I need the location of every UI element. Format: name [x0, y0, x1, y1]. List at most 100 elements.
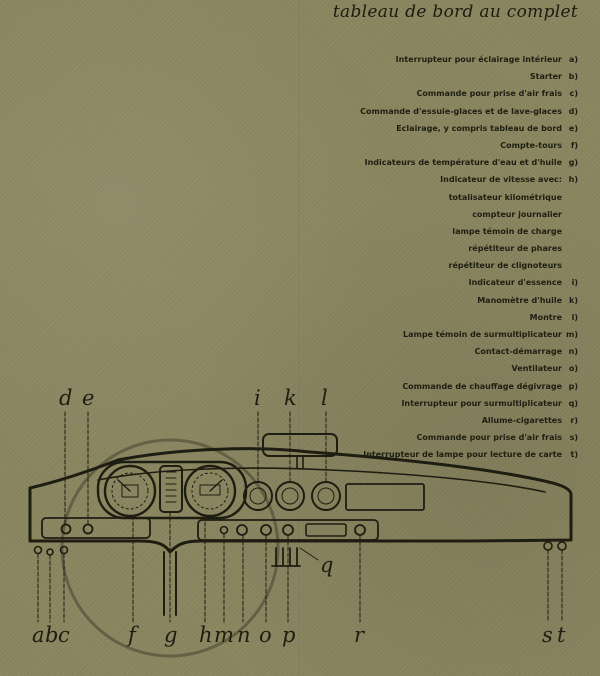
- legend-label: Contact-démarrage: [474, 347, 563, 357]
- legend-label: Montre: [529, 312, 562, 322]
- legend-label: Indicateur d'essence: [468, 278, 562, 288]
- callout-m: m: [214, 623, 234, 647]
- switch-a: [33, 545, 43, 555]
- legend-label: Lampe témoin de surmultiplicateur: [403, 330, 562, 339]
- heater-p: [282, 524, 294, 536]
- legend-label: Allume-cigarettes: [481, 415, 562, 425]
- dashboard-outline: [28, 447, 573, 554]
- switch-d: [60, 523, 72, 535]
- tachometer-face: [121, 484, 139, 498]
- rear-view-mirror: [262, 433, 338, 457]
- tachometer: [103, 464, 157, 518]
- tachometer-inner: [111, 472, 149, 510]
- legend-letter: b): [568, 72, 578, 82]
- callout-b: b: [45, 623, 58, 647]
- legend-label: Commande pour prise d'air frais: [416, 89, 562, 99]
- callout-d: d: [59, 386, 72, 410]
- steering-wheel-outline: [60, 438, 280, 658]
- legend-item: Interrupteur pour éclairage intérieur a): [328, 51, 578, 68]
- callout-r: r: [354, 623, 366, 647]
- switch-s: [543, 541, 553, 551]
- clock: [311, 481, 341, 511]
- ashtray: [305, 523, 347, 537]
- oil-pressure-gauge-inner: [281, 487, 299, 505]
- callout-g: g: [164, 623, 177, 647]
- glovebox: [345, 483, 425, 511]
- legend-item: Interrupteur de lampe pour lecture de ca…: [328, 446, 578, 463]
- lamp-m: [219, 525, 229, 535]
- legend-item: Contact-démarrage n): [328, 343, 579, 360]
- legend-label: répétiteur de phares: [468, 244, 562, 254]
- legend-letter: l): [571, 312, 578, 322]
- legend-letter: s): [569, 433, 578, 443]
- legend-subitem: répétiteur de phares: [328, 240, 578, 257]
- callout-t: t: [557, 623, 566, 647]
- oil-pressure-gauge: [275, 481, 305, 511]
- speedometer-needle: [209, 479, 223, 492]
- callout-e: e: [82, 386, 94, 410]
- legend-label: Interrupteur pour surmultiplicateur: [401, 398, 562, 408]
- page-title: tableau de bord au complet: [332, 2, 578, 22]
- legend-subitem: compteur journalier: [328, 206, 578, 223]
- legend-item: Indicateur de vitesse avec:h): [328, 171, 578, 188]
- legend-letter: h): [568, 175, 578, 185]
- callout-n: n: [237, 623, 251, 647]
- clock-inner: [317, 487, 335, 505]
- callout-h: h: [199, 623, 213, 647]
- callout-f: f: [126, 623, 139, 647]
- legend-item: Allume-cigarettes r): [328, 412, 578, 429]
- legend-item: Compte-tours f): [328, 137, 578, 154]
- legend-letter: r): [570, 415, 578, 425]
- callout-c: c: [58, 623, 70, 647]
- legend-subitem: lampe témoin de charge: [328, 223, 578, 240]
- lower-panel-center: [197, 519, 379, 541]
- speedometer-inner: [191, 472, 229, 510]
- callout-i: i: [254, 386, 261, 410]
- legend-letter: f): [570, 140, 578, 150]
- tachometer-needle: [117, 479, 131, 492]
- lower-panel-left: [41, 517, 151, 539]
- legend-label: compteur journalier: [472, 209, 562, 219]
- legend-label: Starter: [529, 72, 562, 82]
- legend-letter: n): [568, 347, 578, 357]
- legend-letter: a): [568, 55, 578, 64]
- legend-label: lampe témoin de charge: [452, 226, 562, 236]
- legend-subitem: totalisateur kilométrique: [328, 189, 578, 206]
- legend-label: Ventilateur: [511, 364, 562, 374]
- legend-letter: d): [568, 106, 578, 116]
- steering-column: [163, 551, 177, 616]
- overdrive-switch-q: [271, 547, 301, 567]
- legend-letter: m): [566, 330, 578, 339]
- legend-item: Lampe témoin de surmultiplicateur m): [328, 326, 578, 343]
- legend-label: Compte-tours: [500, 140, 562, 150]
- legend-label: Manomètre d'huile: [477, 295, 562, 305]
- callout-o: o: [259, 623, 272, 647]
- legend-letter: g): [568, 158, 578, 168]
- fan-o: [260, 524, 272, 536]
- callout-p: p: [282, 623, 295, 647]
- leader-line-q: [299, 547, 319, 561]
- temperature-gauge-scale: [165, 471, 177, 503]
- legend-letter: p): [568, 381, 578, 391]
- mirror-stem: [296, 455, 304, 469]
- legend-letter: c): [569, 89, 578, 99]
- legend-letter: t): [570, 450, 578, 460]
- legend-label: Interrupteur de lampe pour lecture de ca…: [363, 450, 562, 460]
- page-fold: [299, 0, 301, 676]
- callout-s: s: [542, 623, 553, 647]
- legend-item: Commande d'essuie-glaces et de lave-glac…: [328, 103, 578, 120]
- switch-b: [46, 548, 54, 556]
- switch-t: [557, 541, 567, 551]
- legend-label: répétiteur de clignoteurs: [448, 261, 563, 271]
- legend-label: Interrupteur pour éclairage intérieur: [395, 55, 562, 64]
- callout-q: q: [320, 553, 333, 577]
- legend-letter: o): [568, 364, 578, 374]
